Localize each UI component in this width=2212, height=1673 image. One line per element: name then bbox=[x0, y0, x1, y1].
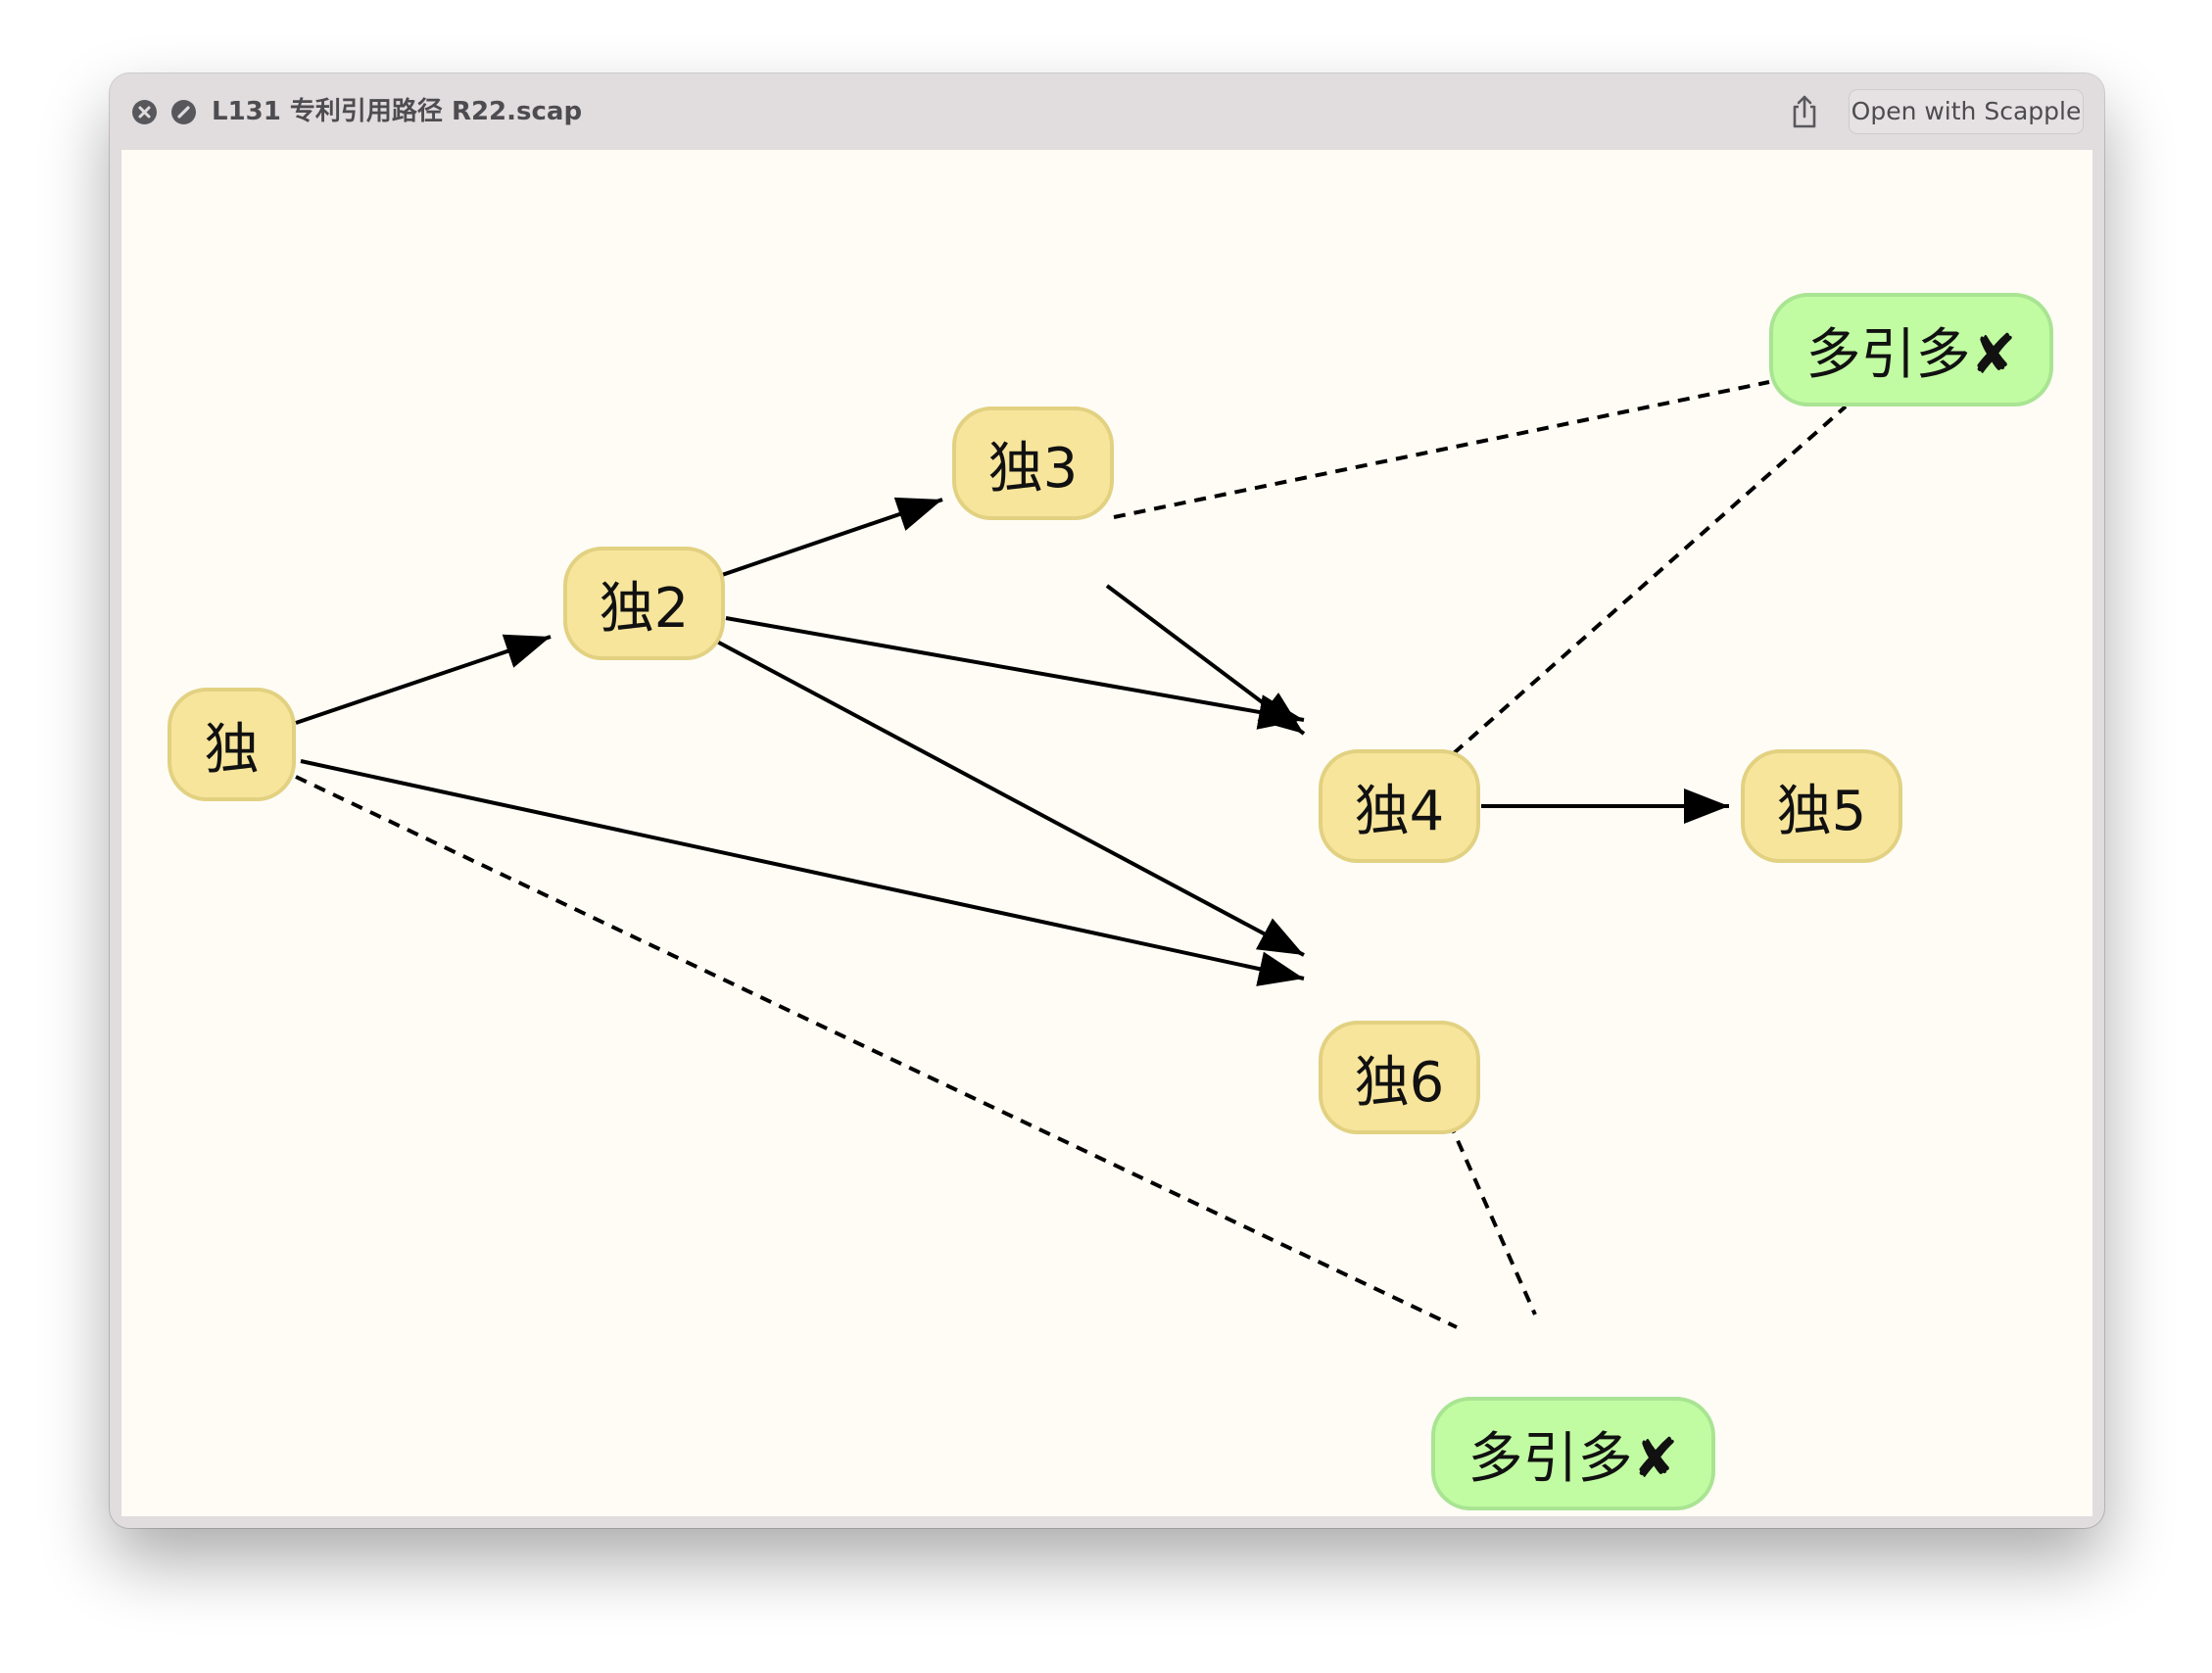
note-n2[interactable]: 独2 bbox=[563, 547, 725, 660]
note-n5[interactable]: 独5 bbox=[1741, 749, 1902, 863]
title-bar: L131 专利引用路径 R22.scap Open with Scapple bbox=[110, 73, 2104, 150]
dashed-n1-to-m2 bbox=[295, 775, 1458, 1329]
block-icon[interactable] bbox=[171, 100, 196, 124]
arrow-n2-to-n3 bbox=[721, 497, 943, 577]
open-with-scapple-button[interactable]: Open with Scapple bbox=[1849, 89, 2084, 134]
note-m1[interactable]: 多引多✘ bbox=[1769, 293, 2053, 406]
arrow-n1-to-n2 bbox=[295, 634, 552, 725]
note-n3[interactable]: 独3 bbox=[952, 406, 1114, 520]
quicklook-window: L131 专利引用路径 R22.scap Open with Scapple bbox=[110, 73, 2104, 1528]
note-m2[interactable]: 多引多✘ bbox=[1431, 1397, 1715, 1510]
scapple-canvas: 独 独2 独3 独4 独5 独6 多引多✘ 多引多✘ bbox=[121, 150, 2092, 1516]
window-title: L131 专利引用路径 R22.scap bbox=[212, 97, 583, 126]
share-icon[interactable] bbox=[1788, 93, 1821, 134]
arrow-n3-to-n4 bbox=[1105, 584, 1306, 736]
arrow-n1-to-n6 bbox=[300, 759, 1305, 986]
arrow-n2-to-n6 bbox=[716, 640, 1305, 957]
arrow-n2-to-n4 bbox=[725, 616, 1305, 730]
note-n4[interactable]: 独4 bbox=[1319, 749, 1480, 863]
close-icon[interactable] bbox=[132, 100, 157, 124]
dashed-n4-to-m1 bbox=[1452, 405, 1848, 755]
note-n1[interactable]: 独 bbox=[168, 688, 296, 801]
note-n6[interactable]: 独6 bbox=[1319, 1021, 1480, 1134]
dashed-n3-to-m1 bbox=[1113, 380, 1770, 519]
